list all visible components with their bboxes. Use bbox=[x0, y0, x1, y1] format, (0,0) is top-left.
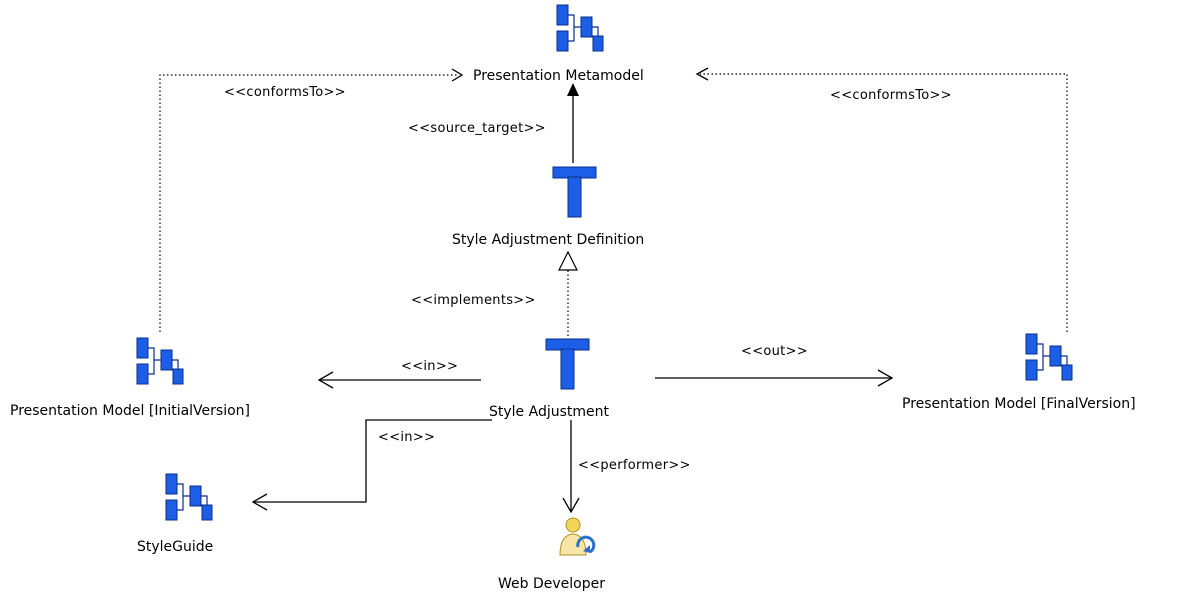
edge-conforms-left bbox=[159, 68, 464, 332]
label-conforms-left: <<conformsTo>> bbox=[224, 85, 346, 100]
model-icon[interactable] bbox=[136, 337, 184, 385]
label-conforms-right: <<conformsTo>> bbox=[830, 88, 952, 103]
node-presentation-metamodel: Presentation Metamodel bbox=[473, 68, 644, 84]
label-performer: <<performer>> bbox=[578, 458, 691, 473]
edge-in-initial bbox=[317, 371, 481, 389]
node-style-adjustment: Style Adjustment bbox=[489, 404, 610, 420]
edge-implements bbox=[558, 250, 578, 340]
node-presentation-model-final: Presentation Model [FinalVersion] bbox=[902, 396, 1136, 412]
label-out-final: <<out>> bbox=[741, 344, 808, 359]
label-in-initial: <<in>> bbox=[401, 359, 458, 374]
transformation-icon[interactable] bbox=[545, 338, 590, 390]
transformation-icon[interactable] bbox=[552, 166, 597, 218]
model-icon[interactable] bbox=[1025, 333, 1073, 381]
label-implements: <<implements>> bbox=[411, 293, 536, 308]
edge-conforms-right bbox=[695, 67, 1068, 332]
edge-out-final bbox=[655, 369, 894, 387]
edge-in-styleguide bbox=[251, 419, 492, 511]
node-presentation-model-initial: Presentation Model [InitialVersion] bbox=[10, 403, 250, 419]
node-web-developer: Web Developer bbox=[498, 576, 605, 592]
model-icon[interactable] bbox=[556, 4, 604, 52]
performer-icon[interactable] bbox=[559, 517, 596, 556]
edge-source-target bbox=[567, 83, 579, 163]
node-style-guide: StyleGuide bbox=[137, 539, 213, 555]
node-style-adjustment-definition: Style Adjustment Definition bbox=[452, 232, 644, 248]
edge-performer bbox=[562, 420, 580, 514]
label-source-target: <<source_target>> bbox=[408, 121, 546, 136]
model-icon[interactable] bbox=[165, 473, 213, 521]
label-in-styleguide: <<in>> bbox=[378, 430, 435, 445]
